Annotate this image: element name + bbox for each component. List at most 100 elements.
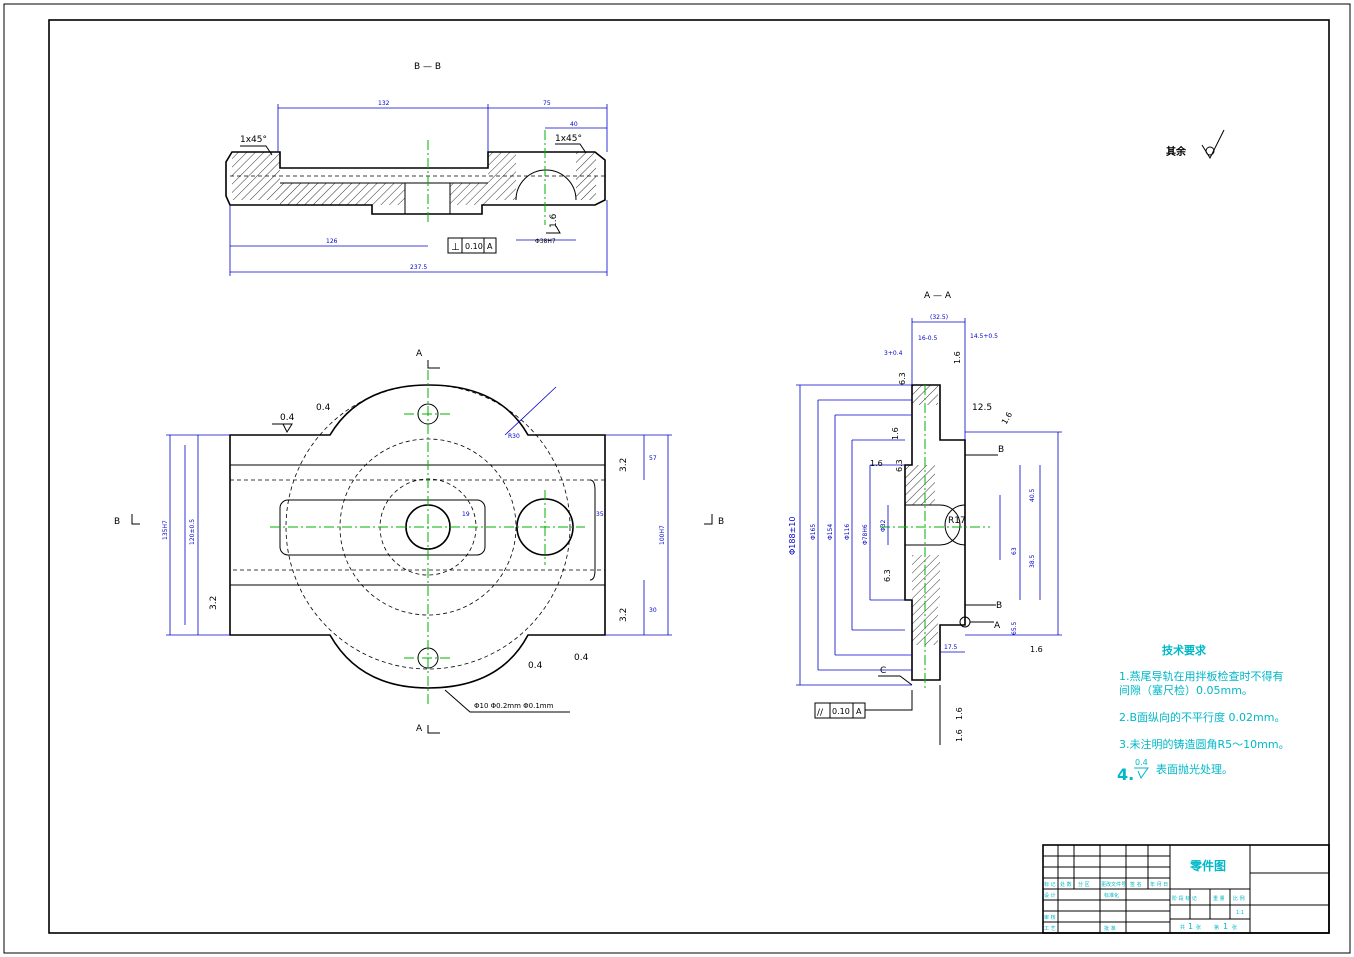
tech-item-2: 2.B面纵向的不平行度 0.02mm。 [1119,710,1285,724]
tech-title: 技术要求 [1162,643,1207,657]
dim-diam-main: Φ188±10 [788,517,797,555]
label-b-top: B [998,445,1004,455]
dim-30: 30 [649,607,657,614]
label-a-datum: A [994,621,1001,631]
dim-r: R30 [508,433,520,440]
dim-left-2: 120±0.5 [189,519,196,545]
tb-r1-5: 年 月 日 [1150,881,1168,888]
tb-sheets-1: 1 [1188,922,1193,931]
tech-requirements: 技术要求 1.燕尾导轨在用拌板检查时不得有 间隙（塞尺检）0.05mm。 2.B… [1117,643,1290,784]
rough-aa-11: 1.6 [955,729,964,742]
tb-sheets-3: 第 [1214,924,1219,931]
tol-aa-datum: A [856,707,862,716]
label-b-left: B [114,517,120,527]
tb-r1-0: 标 记 [1044,881,1056,888]
rough-aa-3: 12.5 [972,403,992,413]
part-name: 零件图 [1189,858,1226,873]
dim-left-1: 135H7 [162,520,169,540]
tol-frame-bb [447,237,497,254]
tb-sheets-4: 1 [1223,922,1228,931]
section-bb-view: B — B 132 75 40 126 237.5 Φ38H7 [225,62,608,276]
section-bb-label: B — B [414,62,441,72]
surface-other: 其余 [1166,129,1225,160]
rough-aa-10: 1.6 [955,707,964,720]
dim-38-5: 38.5 [1029,554,1036,568]
dim-d4: Φ78H6 [862,524,869,545]
dim-35: 35 [596,511,604,518]
tech-item-1b: 间隙（塞尺检）0.05mm。 [1119,683,1253,697]
label-b-right: B [718,517,724,527]
rough-04-a: 0.4 [280,413,295,423]
dim-r17: R17 [948,516,966,526]
dim-57: 57 [649,455,657,462]
surface-other-label: 其余 [1166,145,1187,158]
rough-aa-6: 1.6 [870,459,883,468]
rough-04-b: 0.4 [316,403,331,413]
rough-04-d: 0.4 [574,653,589,663]
rough-aa-9: 1.6 [1030,645,1043,654]
section-aa-view: A — A Φ188±10 Φ165 Φ154 Φ116 Φ78H6 [788,291,1062,745]
section-aa-label: A — A [924,291,952,301]
tb-stage-0: 阶 段 标 记 [1172,895,1197,902]
tb-sheets-2: 张 [1196,924,1201,931]
dim-19: 19 [462,511,470,518]
tb-r4-0: 工 艺 [1044,926,1056,932]
plan-view: 135H7 120±0.5 100H7 57 30 19 35 R30 A A … [114,349,724,734]
tb-r2-0: 设 计 [1044,892,1056,899]
tol-aa-symbol: // [817,708,824,718]
dim-63: 63 [1011,547,1018,555]
chamfer-left: 1x45° [240,135,267,145]
tb-r3-0: 审 核 [1044,914,1056,921]
dim-40-5: 40.5 [1029,488,1036,502]
dim-top: (32.5) [930,314,948,321]
inner-frame [48,19,1330,934]
tb-sheets-0: 共 [1180,924,1185,931]
rough-aa-4: 1.6 [1000,410,1014,426]
dim-65-5: 65.5 [1011,621,1018,635]
tb-scale: 1:1 [1236,910,1244,916]
tol-value: 0.10 [465,242,483,251]
label-b-bottom: B [996,601,1002,611]
dim-17-5: 17.5 [944,644,958,651]
tb-r1-1: 处 数 [1060,881,1072,888]
dim-b: 16-0.5 [918,335,938,342]
dim-right: 100H7 [659,525,666,545]
chamfer-right: 1x45° [555,134,582,144]
label-c: C [880,666,886,676]
tb-sheets-5: 张 [1232,924,1237,931]
dim-a: 14.5+0.5 [970,333,998,340]
dim-126: 126 [326,238,338,245]
tech-item-3: 3.未注明的铸造圆角R5～10mm。 [1119,737,1290,751]
tech-item-4: 表面抛光处理。 [1156,762,1233,776]
outer-frame [3,3,1351,954]
tech-item-1a: 1.燕尾导轨在用拌板检查时不得有 [1119,669,1284,683]
tol-datum: A [487,242,493,251]
dim-d5: Φ32 [880,519,887,532]
tb-r1-3: 更改文件号 [1101,881,1126,888]
rough-aa-7: 6.3 [895,459,904,472]
dim-d1: Φ165 [810,524,817,540]
label-a-top: A [416,349,423,359]
dim-d2: Φ154 [827,524,834,540]
rough-32-c: 3.2 [619,608,629,622]
rough-aa-1: 6.3 [898,372,907,385]
tb-r2-2: 标准化 [1104,892,1119,899]
rough-aa-8: 6.3 [883,569,892,582]
dim-total: 237.5 [410,264,427,271]
tech-item-4-rough: 0.4 [1135,758,1148,767]
rough-aa-5: 1.6 [891,427,900,440]
dim-75: 75 [543,100,551,107]
title-block: 零件图 标 记 处 数 分 区 更改文件号 签 名 年 月 日 设 计 标准化 … [1042,844,1330,934]
tb-r4-2: 批 准 [1104,925,1116,932]
tb-r1-2: 分 区 [1078,881,1090,888]
rough-16: 1.6 [549,213,559,228]
rough-04-c: 0.4 [528,661,543,671]
tb-r1-4: 签 名 [1130,881,1142,888]
rough-aa-2: 1.6 [953,351,962,364]
dim-40: 40 [570,121,578,128]
tol-aa-value: 0.10 [832,707,850,716]
dim-c: 3+0.4 [884,350,903,357]
tech-item-4-num: 4. [1117,765,1134,784]
dim-132: 132 [378,100,390,107]
